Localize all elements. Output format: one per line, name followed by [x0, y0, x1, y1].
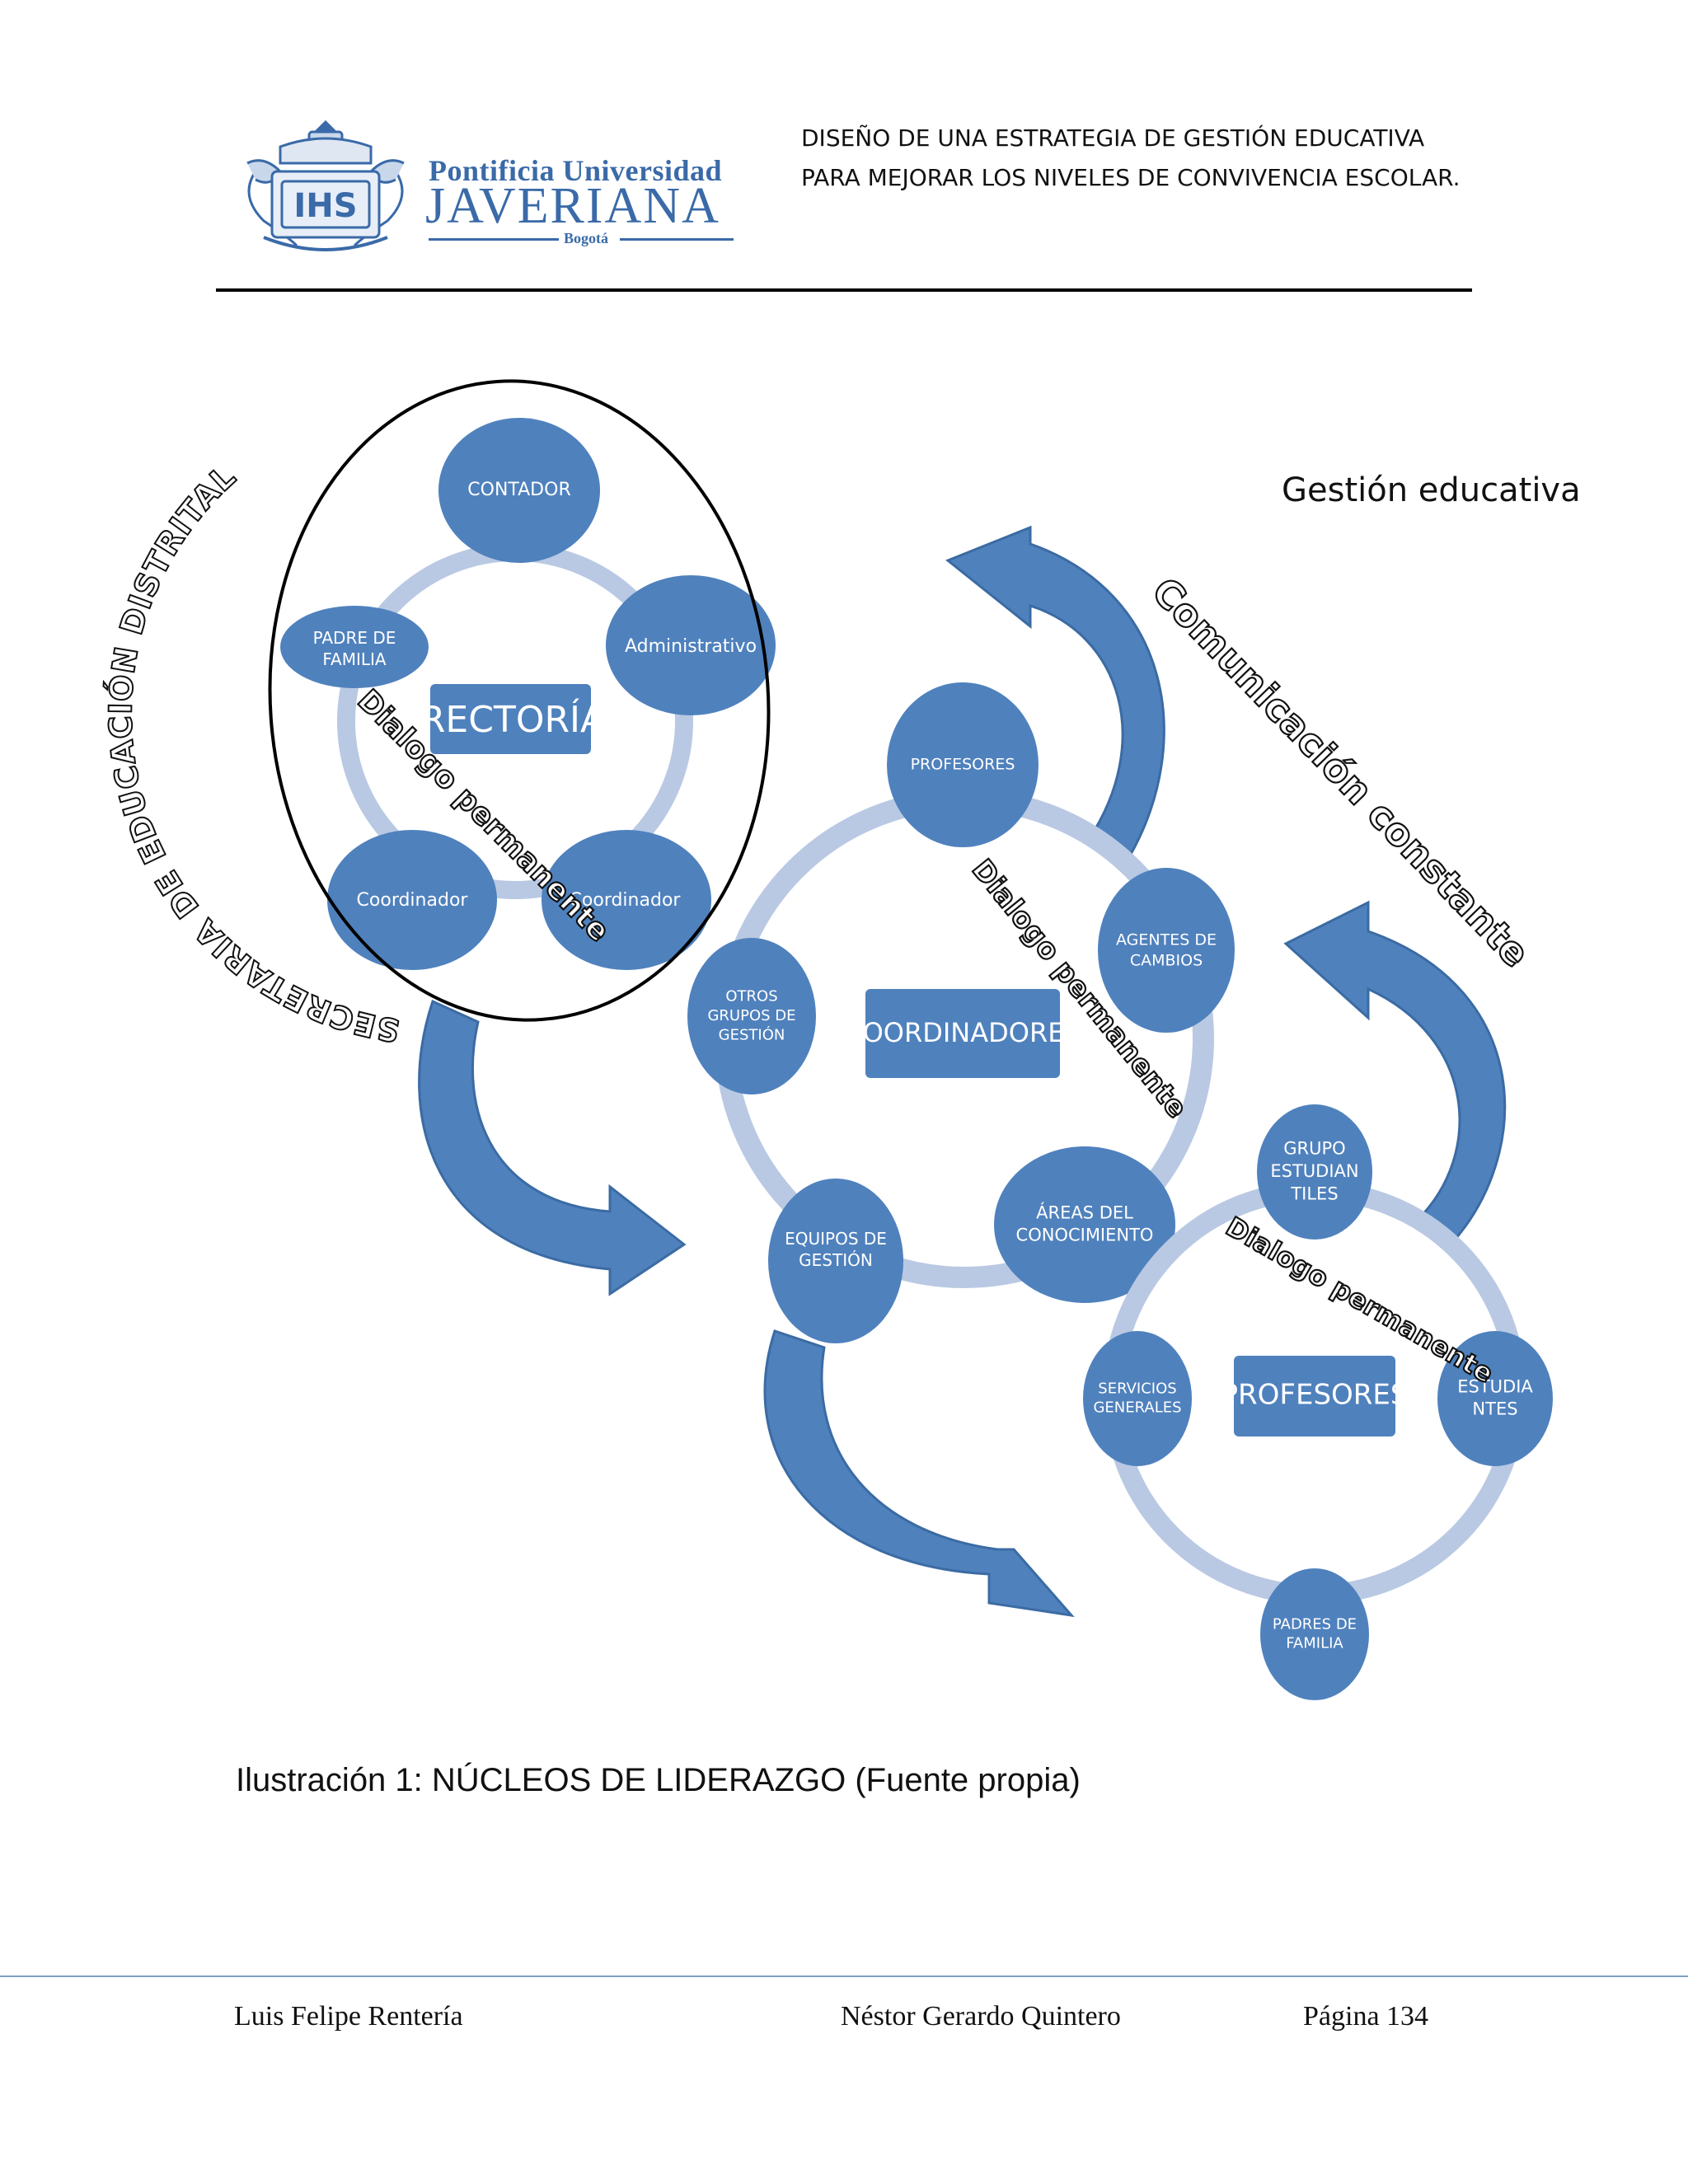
profesores-center-label: PROFESORES [1221, 1379, 1409, 1412]
rectoria-boundary-ellipse [268, 379, 771, 1022]
rectoria-center-box [430, 684, 591, 754]
rectoria-label-coordinador-right: Coordinador [570, 890, 682, 911]
logo-line2: JAVERIANA [425, 178, 720, 234]
coord-label-profesores: PROFESORES [911, 756, 1015, 774]
coord-node-areas [994, 1146, 1175, 1303]
rectoria-node-coordinador-right [542, 830, 711, 970]
prof-node-padres [1260, 1568, 1369, 1700]
logo-line1: Pontificia Universidad [429, 154, 723, 187]
seal-icon: IHS [246, 120, 405, 251]
diagram-title: Gestión educativa [1282, 471, 1581, 509]
rectoria-node-contador [438, 418, 600, 563]
prof-node-servicios [1083, 1331, 1192, 1466]
rectoria-label-coordinador-left: Coordinador [357, 890, 469, 911]
logo-line3: Bogotá [564, 230, 608, 246]
university-logo: IHS Pontificia Universidad JAVERIANA Bog… [231, 114, 742, 254]
header-divider [216, 288, 1472, 292]
rectoria-node-administrativo [606, 575, 776, 715]
header-title-line1: DISEÑO DE UNA ESTRATEGIA DE GESTIÓN EDUC… [801, 124, 1425, 152]
footer-page-number: Página 134 [1303, 2001, 1429, 2032]
rectoria-node-padre [280, 606, 429, 688]
footer-divider [0, 1975, 1688, 1977]
coord-node-equipos [768, 1179, 903, 1343]
coord-node-profesores [887, 682, 1039, 847]
figure-caption: Ilustración 1: NÚCLEOS DE LIDERAZGO (Fue… [236, 1762, 1081, 1798]
profesores-center-box [1234, 1356, 1395, 1436]
footer-author1: Luis Felipe Rentería [234, 2001, 463, 2032]
document-header-title: DISEÑO DE UNA ESTRATEGIA DE GESTIÓN EDUC… [801, 119, 1461, 198]
arrow-up-left [945, 525, 1165, 859]
coordinadores-center-box [865, 989, 1060, 1078]
rectoria-node-coordinador-left [327, 830, 497, 970]
arrow-bottom-mid [763, 1329, 1075, 1618]
prof-node-grupo [1257, 1104, 1372, 1240]
arrow-left-bottom [418, 999, 687, 1296]
rectoria-label-contador: CONTADOR [467, 480, 570, 500]
arrow-right-side [1283, 900, 1507, 1247]
rectoria-center-label: RECTORÍA [420, 697, 605, 741]
coord-node-agentes [1098, 868, 1235, 1033]
footer-author2: Néstor Gerardo Quintero [841, 2001, 1121, 2032]
prof-node-estudiantes [1437, 1331, 1553, 1466]
header-title-line2: PARA MEJORAR LOS NIVELES DE CONVIVENCIA … [801, 164, 1461, 191]
rectoria-cycle: CONTADOR Administrativo Coordinador Coor… [280, 418, 776, 970]
seal-letters: IHS [293, 187, 357, 225]
coord-node-otros [687, 938, 816, 1094]
coordinadores-center-label: COORDINADORES [844, 1017, 1081, 1048]
rectoria-label-administrativo: Administrativo [625, 636, 757, 657]
flow-arrows [418, 525, 1507, 1618]
